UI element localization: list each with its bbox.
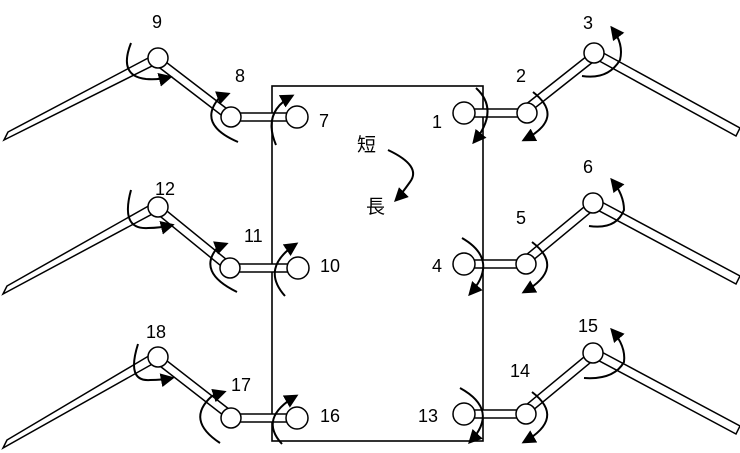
- joint-label-2: 2: [516, 66, 526, 86]
- leg-left-rear: [1, 343, 309, 450]
- joint-label-6: 6: [583, 157, 593, 177]
- leg-right-middle: [452, 177, 740, 297]
- leg-right-rear: [452, 327, 740, 445]
- joint-label-18: 18: [146, 322, 166, 342]
- joint-label-10: 10: [320, 256, 340, 276]
- leg-left-middle: [1, 189, 310, 297]
- joint-label-14: 14: [510, 361, 530, 381]
- joint-label-4: 4: [432, 256, 442, 276]
- leg-right-front: [452, 25, 740, 145]
- long-label: 長: [366, 196, 385, 218]
- joint-label-17: 17: [231, 375, 251, 395]
- short-to-long-arrow: [387, 149, 415, 202]
- joint-label-12: 12: [155, 179, 175, 199]
- joint-label-15: 15: [578, 316, 598, 336]
- joint-label-1: 1: [432, 112, 442, 132]
- joint-label-8: 8: [235, 66, 245, 86]
- joint-label-16: 16: [320, 406, 340, 426]
- joint-label-9: 9: [152, 12, 162, 32]
- joint-label-5: 5: [516, 208, 526, 228]
- joint-label-13: 13: [418, 406, 438, 426]
- short-label: 短: [357, 134, 376, 156]
- joint-label-11: 11: [244, 226, 263, 246]
- leg-left-front: [2, 42, 309, 146]
- joint-label-3: 3: [583, 13, 593, 33]
- joint-label-7: 7: [319, 111, 329, 131]
